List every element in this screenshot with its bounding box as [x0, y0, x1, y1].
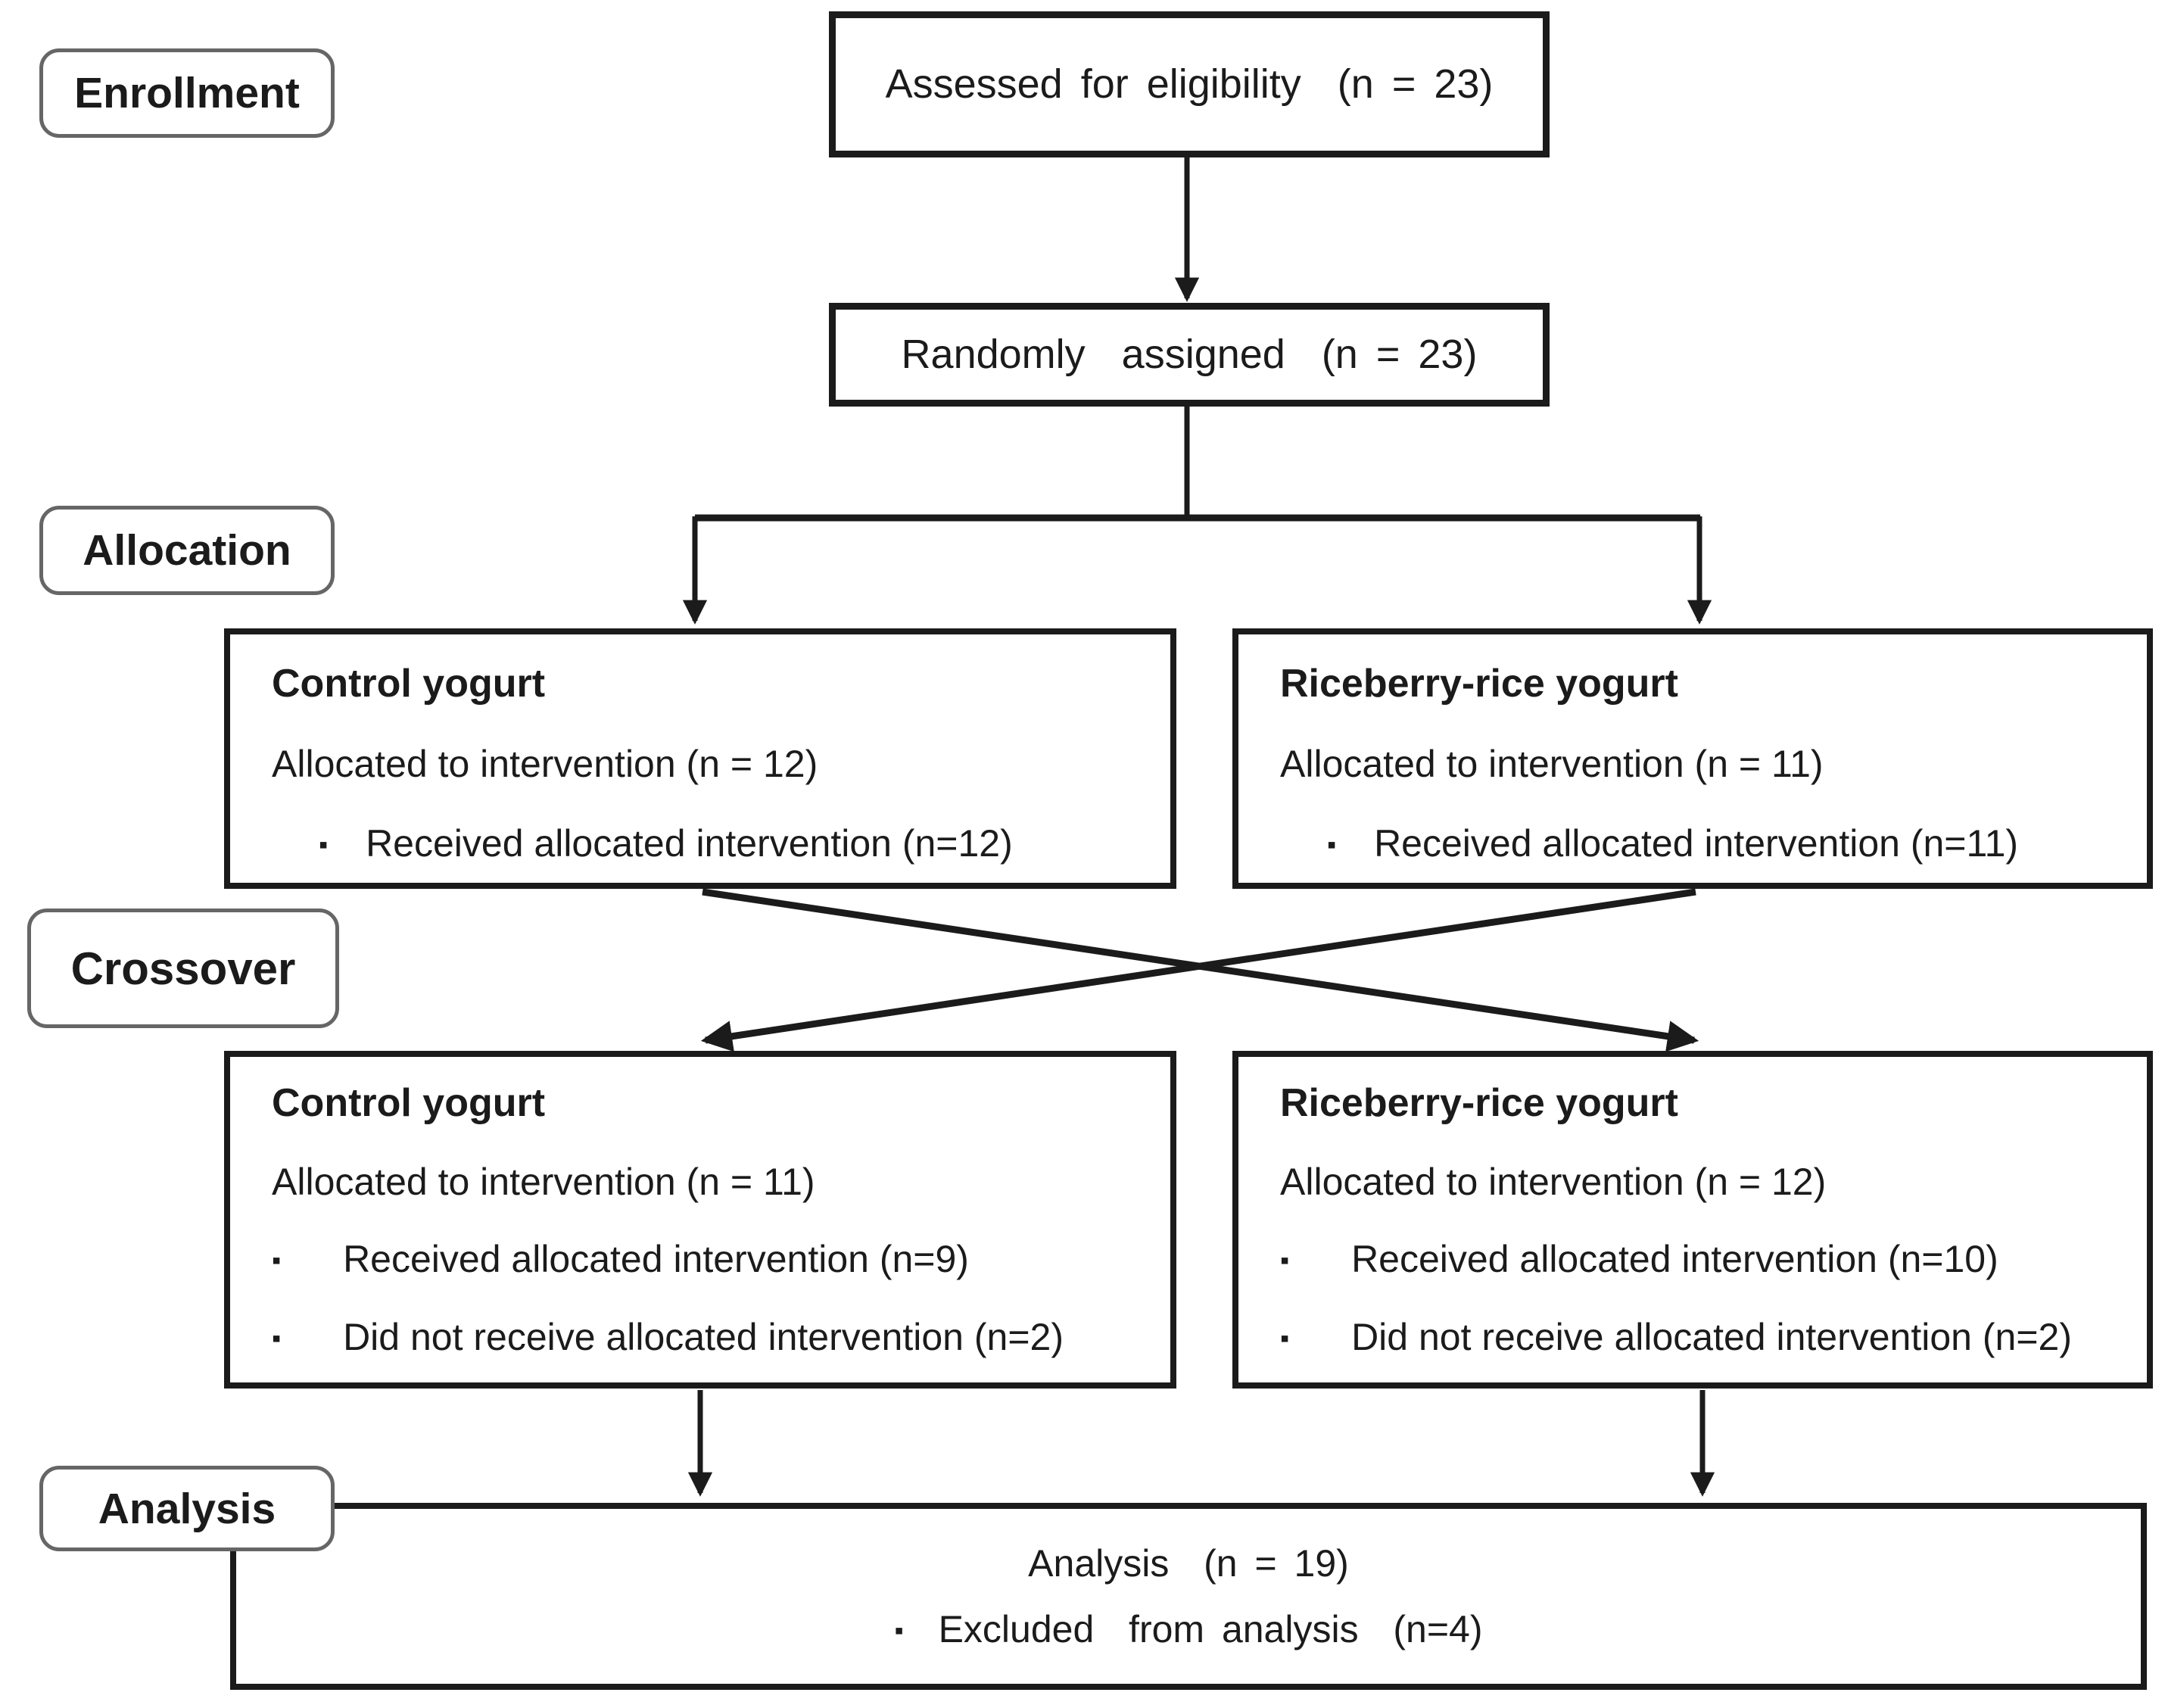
- square-bullet-icon: ▪: [272, 1323, 282, 1353]
- bullet-text: Excluded from analysis (n=4): [938, 1607, 1483, 1650]
- group-title: Riceberry-rice yogurt: [1280, 1081, 1678, 1125]
- bullet-item: ▪ Did not receive allocated intervention…: [272, 1316, 1149, 1358]
- bullet-item: ▪ Received allocated intervention (n=11): [1280, 822, 2126, 865]
- bullet-text: Received allocated intervention (n=9): [343, 1238, 969, 1281]
- stage-label-analysis: Analysis: [39, 1466, 335, 1551]
- bullet-item: ▪ Received allocated intervention (n=10): [1280, 1238, 2126, 1280]
- stage-label-crossover: Crossover: [27, 909, 339, 1028]
- stage-label-enrollment: Enrollment: [39, 48, 335, 138]
- randomly-assigned-box: Randomly assigned (n = 23): [829, 303, 1550, 407]
- bullet-item: ▪ Excluded from analysis (n=4): [895, 1608, 1483, 1650]
- stage-label-allocation: Allocation: [39, 506, 335, 595]
- assessed-eligibility-text: Assessed for eligibility (n = 23): [885, 61, 1494, 108]
- allocated-line: Allocated to intervention (n = 11): [272, 1160, 815, 1203]
- bullet-item: ▪ Received allocated intervention (n=12): [272, 822, 1149, 865]
- bullet-text: Received allocated intervention (n=11): [1374, 821, 2019, 865]
- bullet-text: Received allocated intervention (n=10): [1351, 1238, 1998, 1281]
- arrow-crossover-riceberry-to-control: [700, 888, 1696, 1052]
- allocated-line: Allocated to intervention (n = 11): [1280, 743, 1824, 786]
- square-bullet-icon: ▪: [1327, 830, 1337, 859]
- stage-label-text: Analysis: [98, 1484, 276, 1533]
- allocated-line: Allocated to intervention (n = 12): [1280, 1160, 1827, 1203]
- group-title: Control yogurt: [272, 1081, 546, 1125]
- bullet-text: Did not receive allocated intervention (…: [1351, 1315, 2072, 1358]
- group-title: Control yogurt: [272, 662, 546, 706]
- allocation-riceberry-box: Riceberry-rice yogurt Allocated to inter…: [1232, 628, 2153, 889]
- square-bullet-icon: ▪: [319, 830, 329, 859]
- allocated-line: Allocated to intervention (n = 12): [272, 743, 818, 786]
- randomly-assigned-text: Randomly assigned (n = 23): [901, 332, 1478, 378]
- group-title: Riceberry-rice yogurt: [1280, 662, 1678, 706]
- stage-label-text: Enrollment: [74, 69, 300, 117]
- crossover-riceberry-box: Riceberry-rice yogurt Allocated to inter…: [1232, 1051, 2153, 1389]
- crossover-control-box: Control yogurt Allocated to intervention…: [224, 1051, 1176, 1389]
- bullet-text: Received allocated intervention (n=12): [366, 821, 1013, 865]
- stage-label-text: Allocation: [83, 526, 291, 575]
- bullet-item: ▪ Did not receive allocated intervention…: [1280, 1316, 2126, 1358]
- square-bullet-icon: ▪: [1280, 1323, 1290, 1353]
- analysis-line: Analysis (n = 19): [1028, 1542, 1349, 1585]
- analysis-box: Analysis (n = 19) ▪ Excluded from analys…: [230, 1503, 2147, 1690]
- assessed-eligibility-box: Assessed for eligibility (n = 23): [829, 11, 1550, 157]
- square-bullet-icon: ▪: [1280, 1246, 1290, 1276]
- stage-label-text: Crossover: [70, 943, 296, 994]
- square-bullet-icon: ▪: [894, 1616, 904, 1645]
- allocation-control-box: Control yogurt Allocated to intervention…: [224, 628, 1176, 889]
- bullet-text: Did not receive allocated intervention (…: [343, 1315, 1064, 1358]
- bullet-item: ▪ Received allocated intervention (n=9): [272, 1238, 1149, 1280]
- square-bullet-icon: ▪: [272, 1246, 282, 1276]
